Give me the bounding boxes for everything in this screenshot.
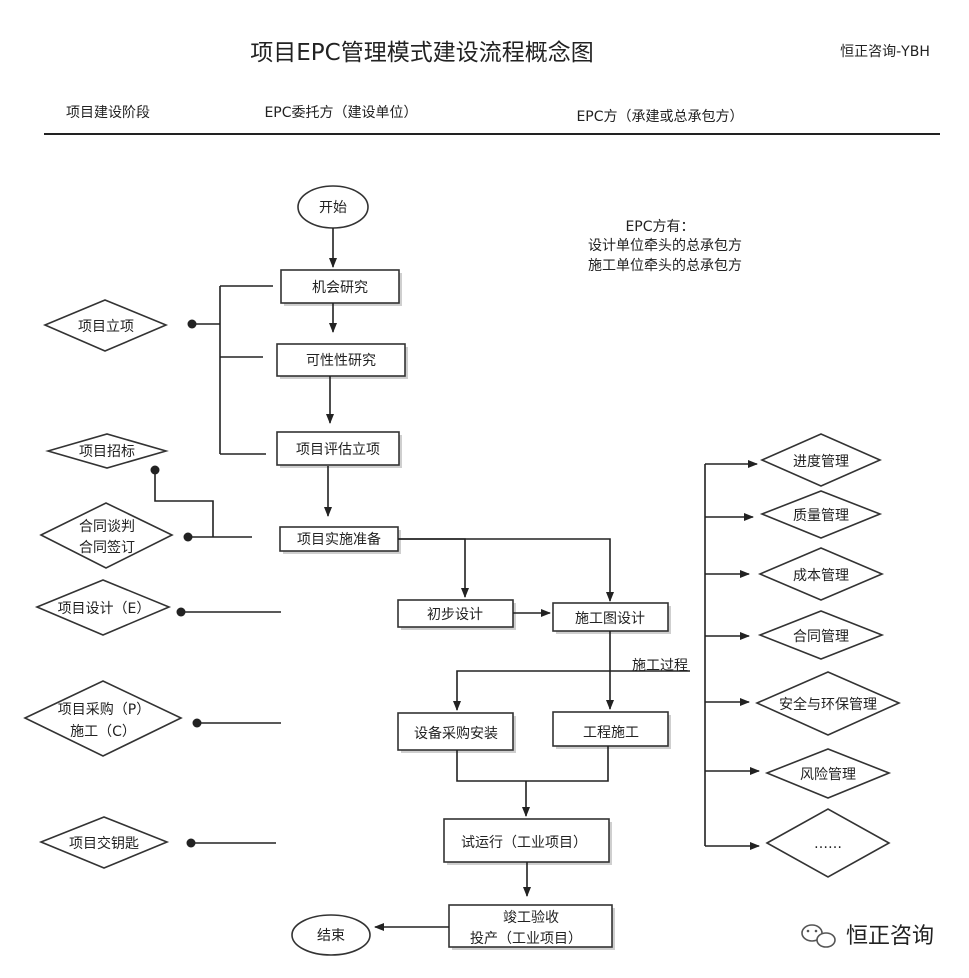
svg-text:可性性研究: 可性性研究 <box>306 353 376 369</box>
mgmt-contract: 合同管理 <box>757 610 885 660</box>
stage-tendering: 项目招标 <box>45 433 169 469</box>
stage-connectors <box>150 285 281 848</box>
svg-text:项目立项: 项目立项 <box>78 319 134 335</box>
svg-text:进度管理: 进度管理 <box>793 454 849 470</box>
box-trial-operation: 试运行（工业项目） <box>443 818 612 865</box>
stage-project-approval: 项目立项 <box>42 299 169 352</box>
mgmt-more: …… <box>765 808 891 878</box>
stage-procurement-construction: 项目采购（P） 施工（C） <box>23 680 183 757</box>
svg-text:项目评估立项: 项目评估立项 <box>296 442 380 458</box>
box-equipment-procurement: 设备采购安装 <box>397 712 516 753</box>
svg-text:项目设计（E）: 项目设计（E） <box>58 601 151 617</box>
management-connectors <box>704 460 760 850</box>
note-line-1: EPC方有： <box>625 219 694 235</box>
svg-text:项目交钥匙: 项目交钥匙 <box>69 835 139 852</box>
start-node: 开始 <box>297 185 369 229</box>
box-feasibility-study: 可性性研究 <box>276 343 408 379</box>
column-header-epc: EPC方（承建或总承包方） <box>576 109 743 125</box>
svg-text:设备采购安装: 设备采购安装 <box>414 725 498 742</box>
wechat-icon <box>801 924 836 948</box>
svg-text:恒正咨询: 恒正咨询 <box>846 924 934 949</box>
box-construction-drawing: 施工图设计 <box>552 602 671 634</box>
stage-turnkey: 项目交钥匙 <box>38 816 170 869</box>
author-label: 恒正咨询-YBH <box>840 44 930 60</box>
stage-design: 项目设计（E） <box>34 579 172 636</box>
svg-text:试运行（工业项目）: 试运行（工业项目） <box>461 835 587 851</box>
svg-text:开始: 开始 <box>319 200 347 216</box>
box-preliminary-design: 初步设计 <box>397 599 516 630</box>
box-project-evaluation: 项目评估立项 <box>276 431 402 468</box>
svg-text:项目实施准备: 项目实施准备 <box>297 531 381 548</box>
flow-connectors <box>324 228 690 931</box>
column-header-client: EPC委托方（建设单位） <box>264 105 417 121</box>
svg-text:工程施工: 工程施工 <box>583 725 639 741</box>
stage-contract: 合同谈判 合同签订 <box>39 502 174 569</box>
watermark: 恒正咨询 <box>801 924 934 949</box>
page-title: 项目EPC管理模式建设流程概念图 <box>250 40 593 66</box>
svg-text:……: …… <box>814 836 842 852</box>
svg-text:合同签订: 合同签订 <box>79 539 135 556</box>
svg-text:成本管理: 成本管理 <box>793 568 849 584</box>
mgmt-cost: 成本管理 <box>757 547 885 601</box>
svg-text:合同管理: 合同管理 <box>793 629 849 645</box>
box-implementation-prep: 项目实施准备 <box>279 526 401 554</box>
mgmt-risk: 风险管理 <box>764 748 892 799</box>
svg-text:机会研究: 机会研究 <box>312 280 368 296</box>
svg-text:项目招标: 项目招标 <box>79 444 135 460</box>
mgmt-quality: 质量管理 <box>759 490 883 539</box>
svg-text:合同谈判: 合同谈判 <box>79 519 135 535</box>
svg-text:施工图设计: 施工图设计 <box>575 611 645 627</box>
note-line-2: 设计单位牵头的总承包方 <box>588 238 742 254</box>
svg-text:投产（工业项目）: 投产（工业项目） <box>470 931 582 947</box>
mgmt-schedule: 进度管理 <box>760 433 882 487</box>
svg-text:结束: 结束 <box>317 928 345 944</box>
end-node: 结束 <box>291 914 371 956</box>
svg-text:竣工验收: 竣工验收 <box>503 910 559 926</box>
svg-text:质量管理: 质量管理 <box>793 508 849 524</box>
svg-text:初步设计: 初步设计 <box>427 606 483 623</box>
mgmt-safety-environment: 安全与环保管理 <box>755 671 901 736</box>
svg-text:项目采购（P）: 项目采购（P） <box>58 702 150 718</box>
construction-process-label: 施工过程 <box>632 658 688 674</box>
box-opportunity-study: 机会研究 <box>280 269 402 306</box>
note-line-3: 施工单位牵头的总承包方 <box>588 258 742 274</box>
svg-text:施工（C）: 施工（C） <box>70 724 136 740</box>
svg-text:风险管理: 风险管理 <box>800 767 856 783</box>
box-engineering-construction: 工程施工 <box>552 711 671 749</box>
svg-text:安全与环保管理: 安全与环保管理 <box>779 696 877 713</box>
column-header-stage: 项目建设阶段 <box>66 105 150 121</box>
box-completion-acceptance: 竣工验收 投产（工业项目） <box>448 904 615 950</box>
